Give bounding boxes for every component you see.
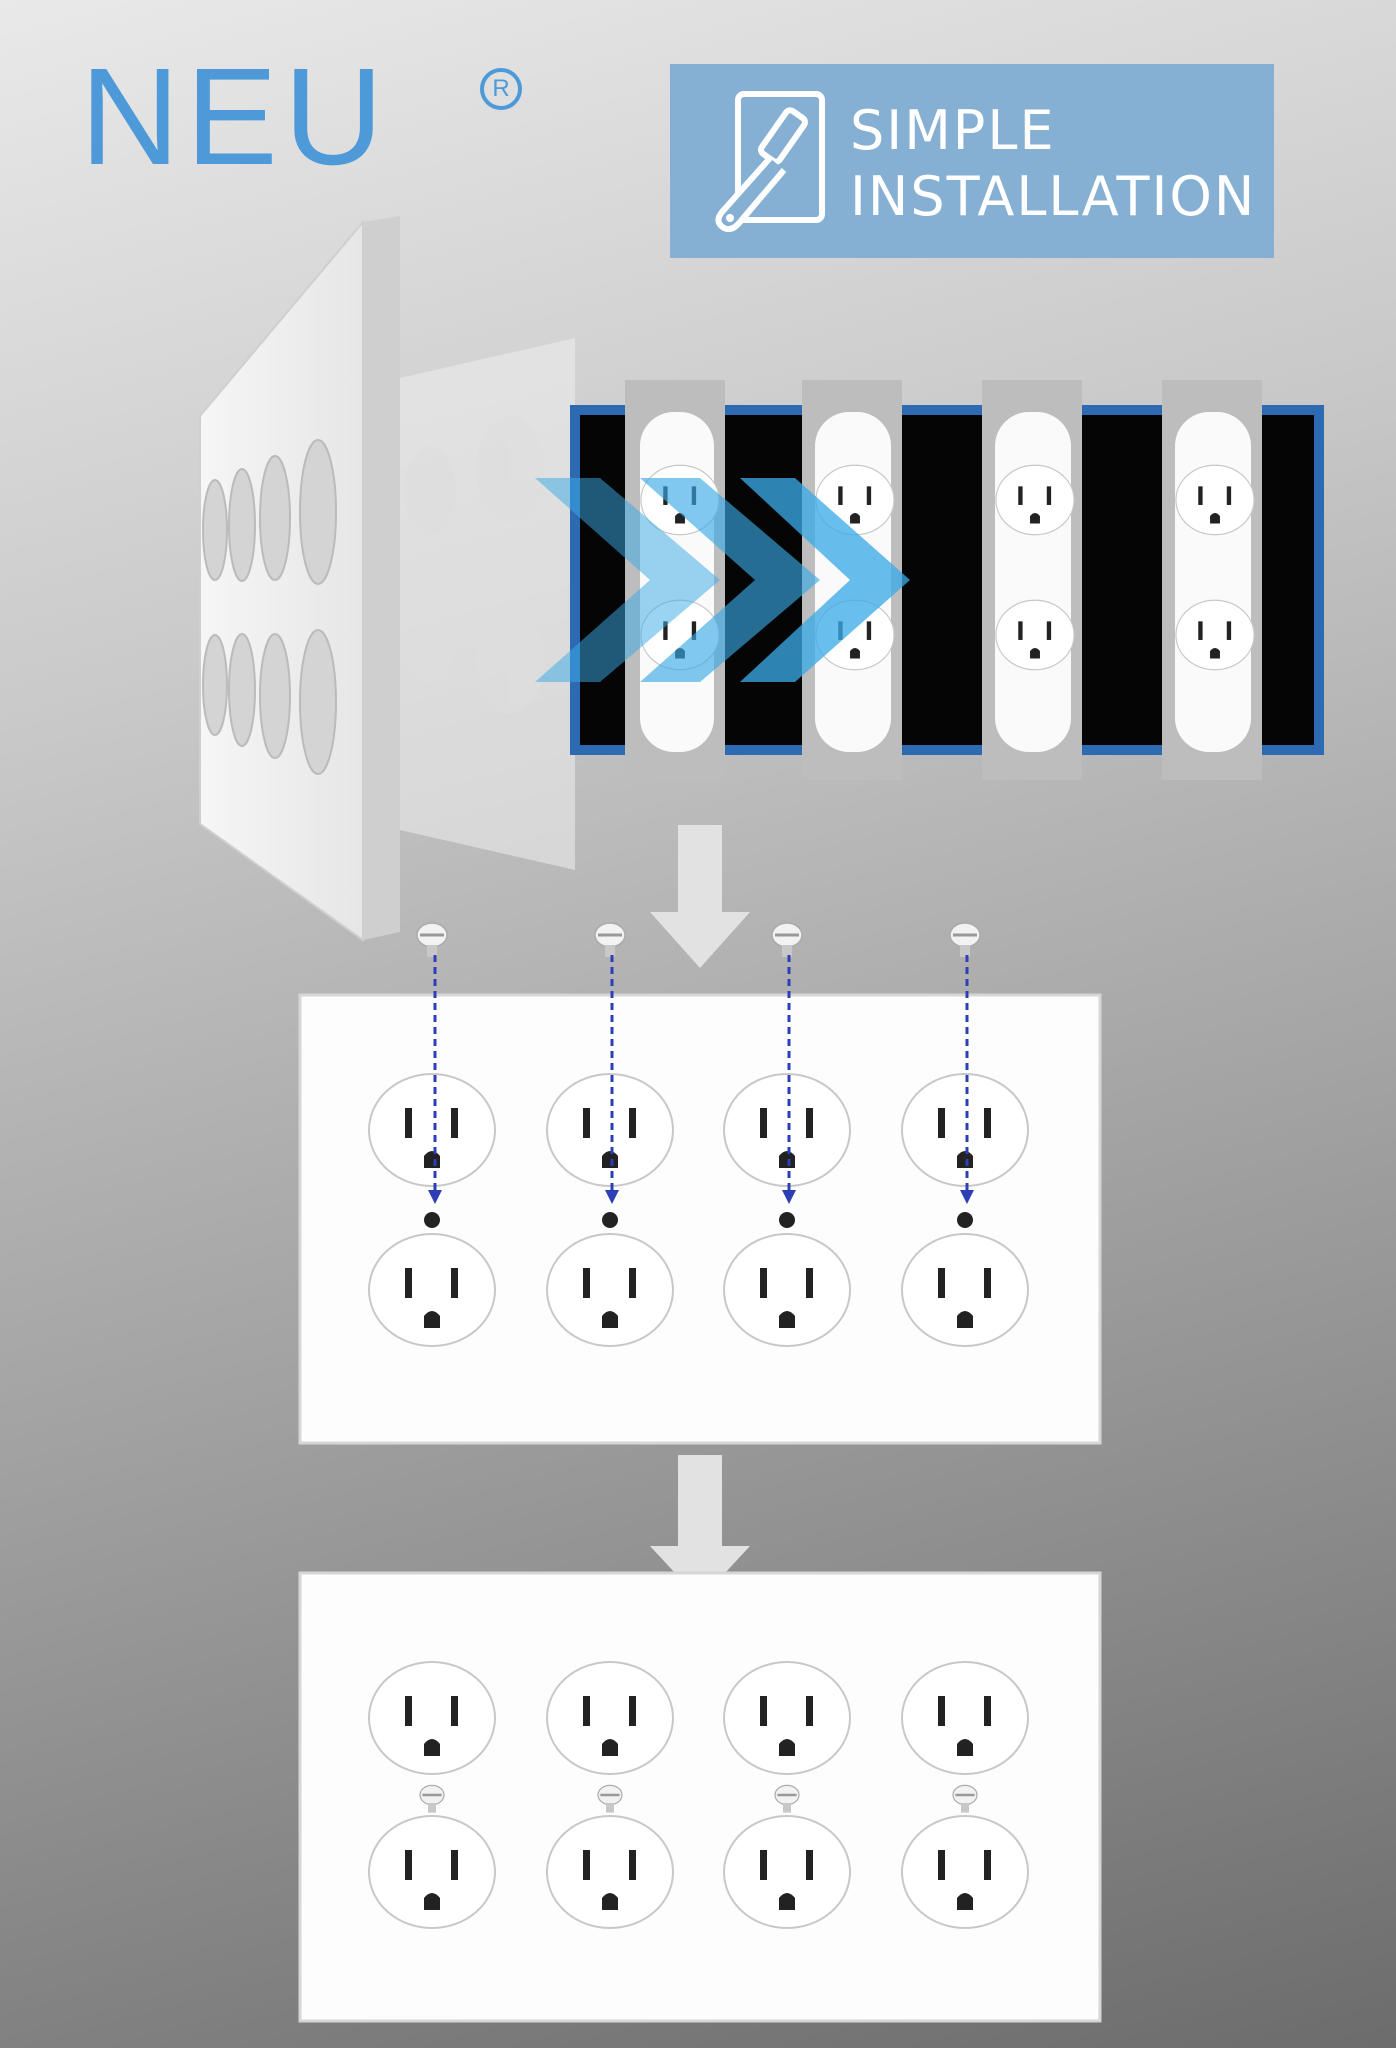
down-arrow-icon [650, 825, 750, 968]
screw-guide-lines [428, 955, 974, 1204]
chevron-arrows-icon [535, 478, 910, 682]
simple-installation-badge: SIMPLE INSTALLATION [670, 64, 1274, 258]
badge-line-2: INSTALLATION [850, 165, 1257, 228]
wall-plate-perspective [199, 216, 575, 942]
brand-logo: NEU R [80, 48, 522, 186]
receptacle-3 [982, 380, 1082, 780]
wall-plate-finished [298, 1571, 1102, 2023]
brand-name: NEU [80, 40, 390, 194]
badge-title: SIMPLE INSTALLATION [850, 98, 1256, 230]
screwdriver-tablet-icon [715, 91, 825, 232]
receptacle-4 [1162, 380, 1262, 780]
registered-mark: R [480, 68, 522, 110]
badge-line-1: SIMPLE [850, 99, 1056, 162]
wall-plate-installing [298, 993, 1102, 1445]
